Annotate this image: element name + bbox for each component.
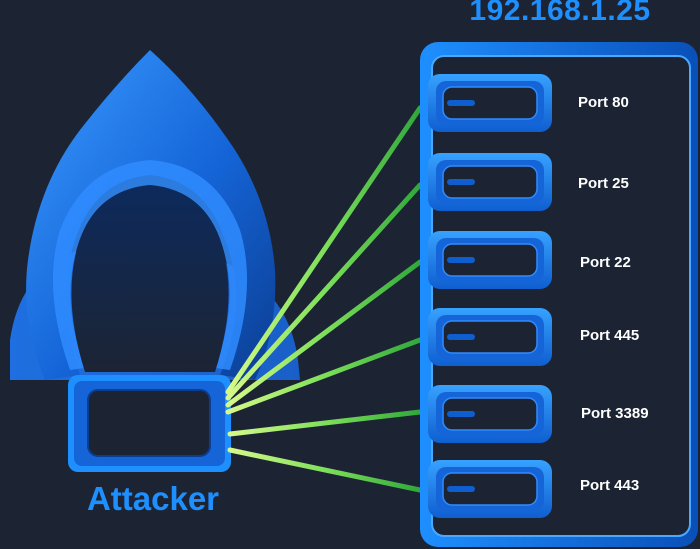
hacker-hood-icon: [10, 50, 300, 380]
port-label-22: Port 22: [580, 254, 631, 271]
scan-line: [227, 409, 423, 437]
port-slot-icon: [428, 460, 552, 518]
port-slot-icon: [428, 153, 552, 211]
port-slot-icon: [428, 74, 552, 132]
port-indicator: [447, 100, 475, 106]
hacker-hood-rim: [52, 160, 248, 370]
port-slot-icon: [428, 308, 552, 366]
port-label-445: Port 445: [580, 327, 640, 344]
laptop-icon: [68, 375, 231, 472]
target-ip-label: 192.168.1.25: [469, 0, 651, 27]
scan-lines: [225, 105, 423, 493]
port-indicator: [447, 179, 475, 185]
port-indicator: [447, 257, 475, 263]
attacker-label: Attacker: [86, 480, 220, 517]
port-indicator: [447, 334, 475, 340]
port-indicator: [447, 411, 475, 417]
port-slot-icon: [428, 385, 552, 443]
scan-line: [225, 259, 423, 408]
port-slot-icon: [428, 231, 552, 289]
port-label-443: Port 443: [580, 477, 640, 494]
scan-line: [225, 105, 423, 395]
port-slots: [428, 74, 552, 518]
hacker-face-shadow: [71, 185, 229, 372]
hacker-hood-outer: [26, 50, 276, 380]
port-label-80: Port 80: [578, 94, 629, 111]
scan-line: [225, 182, 423, 401]
port-indicator: [447, 486, 475, 492]
port-label-3389: Port 3389: [581, 405, 649, 422]
scan-line: [227, 447, 423, 493]
scan-line: [225, 337, 423, 415]
port-label-25: Port 25: [578, 175, 629, 192]
